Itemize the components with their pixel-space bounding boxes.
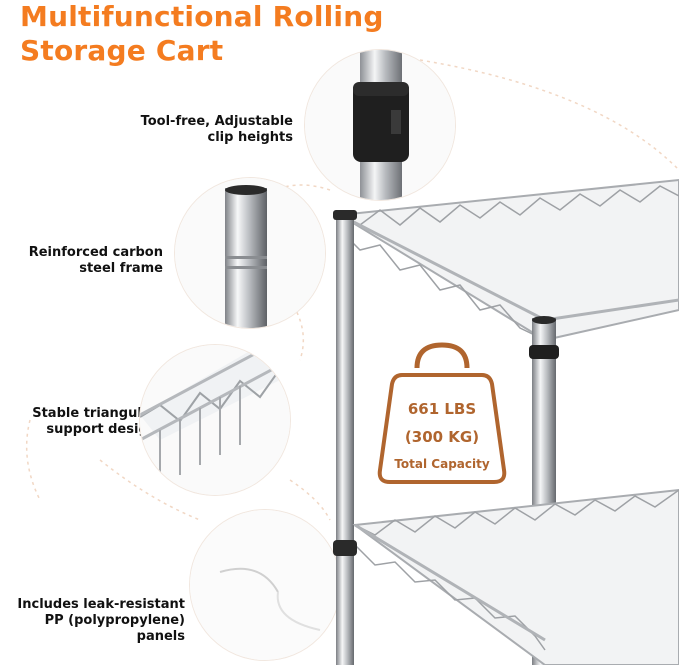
capacity-badge: 661 LBS (300 KG) Total Capacity [372,340,512,490]
detail-circle-support [140,345,290,495]
feature-label-panels: Includes leak-resistant PP (polypropylen… [17,597,185,644]
capacity-caption: Total Capacity [394,457,490,471]
capacity-lbs: 661 LBS [407,400,477,418]
capacity-kg: (300 KG) [404,428,480,446]
detail-circle-frame [175,178,325,328]
feature-label-support: Stable triangular support design [32,406,157,437]
frame-detail-image [175,178,325,328]
title-line-2: Storage Cart [20,34,224,67]
support-detail-image [140,345,290,495]
feature-label-clip: Tool-free, Adjustable clip heights [140,114,293,145]
detail-circle-clip [305,50,455,200]
detail-circle-panels [190,510,340,660]
rolling-cart-image [333,178,679,665]
title-line-1: Multifunctional Rolling [20,0,384,33]
feature-label-frame: Reinforced carbon steel frame [28,245,163,276]
clip-detail-image [305,50,455,200]
page-title: Multifunctional Rolling Storage Cart [20,0,384,68]
panel-detail-image [190,510,340,660]
weight-icon [377,342,507,484]
